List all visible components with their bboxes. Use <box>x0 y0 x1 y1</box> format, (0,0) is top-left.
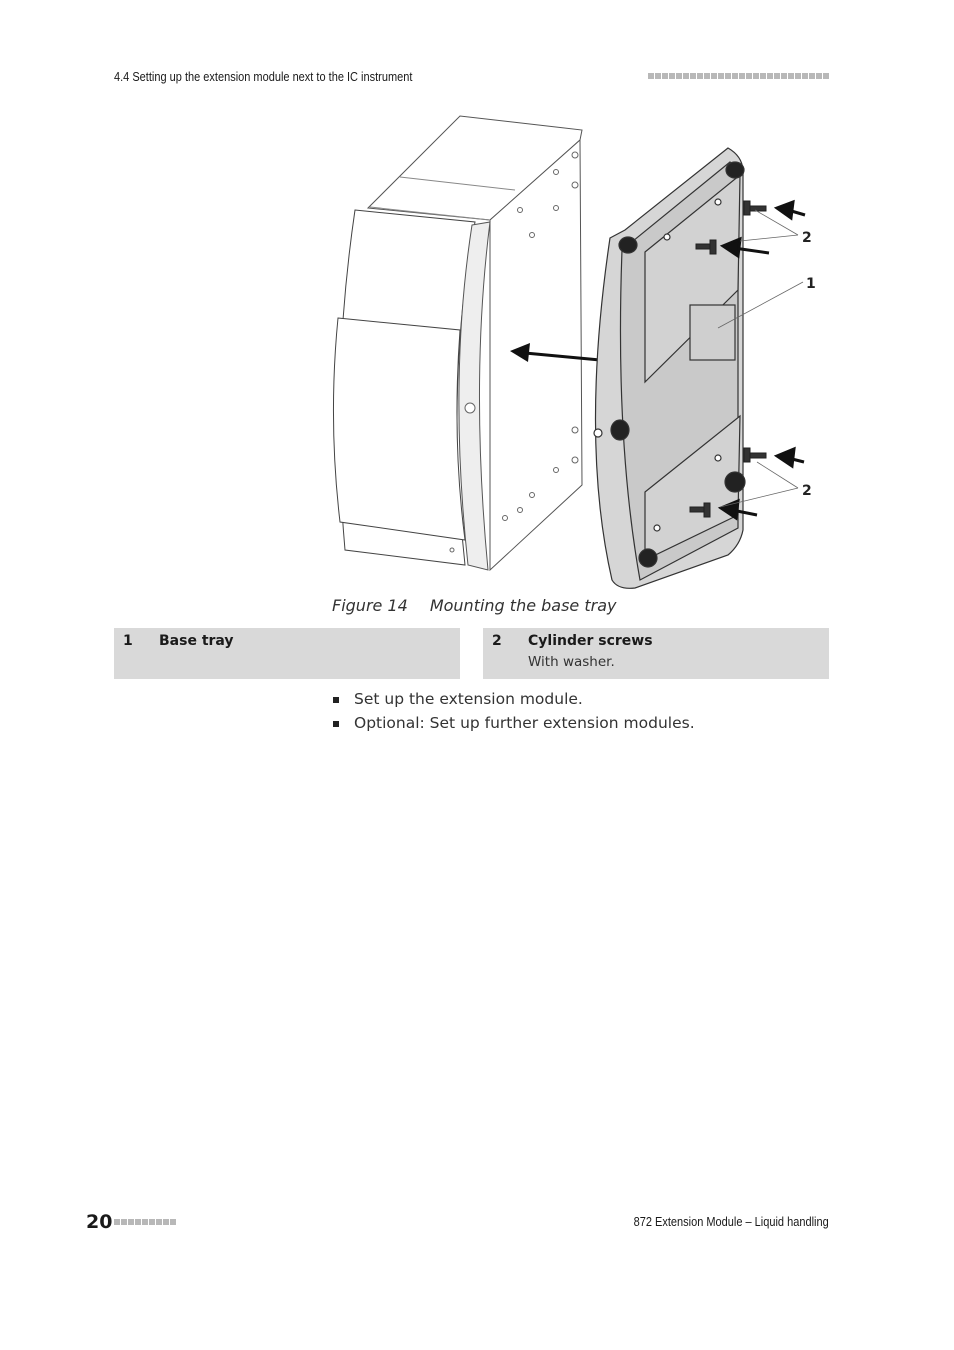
legend-title: Base tray <box>159 633 234 649</box>
figure-caption-text: Mounting the base tray <box>429 596 617 615</box>
figure-illustration: 2 1 2 <box>310 110 850 600</box>
list-item-text: Optional: Set up further extension modul… <box>354 713 695 732</box>
list-item: Optional: Set up further extension modul… <box>332 712 695 736</box>
legend-number: 2 <box>492 633 502 649</box>
legend-description: With washer. <box>528 654 615 670</box>
callout-label: 2 <box>802 483 812 499</box>
callout-label: 1 <box>806 276 816 292</box>
running-header-section: 4.4 Setting up the extension module next… <box>114 70 413 84</box>
instruction-list: Set up the extension module. Optional: S… <box>332 688 695 735</box>
footer-decorative-squares <box>114 1219 176 1225</box>
list-item-text: Set up the extension module. <box>354 690 583 708</box>
running-footer-title: 872 Extension Module – Liquid handling <box>633 1215 829 1229</box>
legend-item-base-tray: 1 Base tray <box>114 628 460 679</box>
page-number: 20 <box>86 1211 113 1233</box>
figure-label: Figure 14 <box>332 596 408 615</box>
legend-number: 1 <box>123 633 133 649</box>
figure-caption: Figure 14 Mounting the base tray <box>332 596 616 615</box>
bullet-square-icon <box>333 720 339 727</box>
list-item: Set up the extension module. <box>332 688 695 712</box>
header-decorative-squares <box>648 73 829 79</box>
legend-item-cylinder-screws: 2 Cylinder screws With washer. <box>483 628 829 679</box>
legend-title: Cylinder screws <box>528 633 653 649</box>
bullet-square-icon <box>333 697 339 703</box>
callout-label: 2 <box>802 230 812 246</box>
